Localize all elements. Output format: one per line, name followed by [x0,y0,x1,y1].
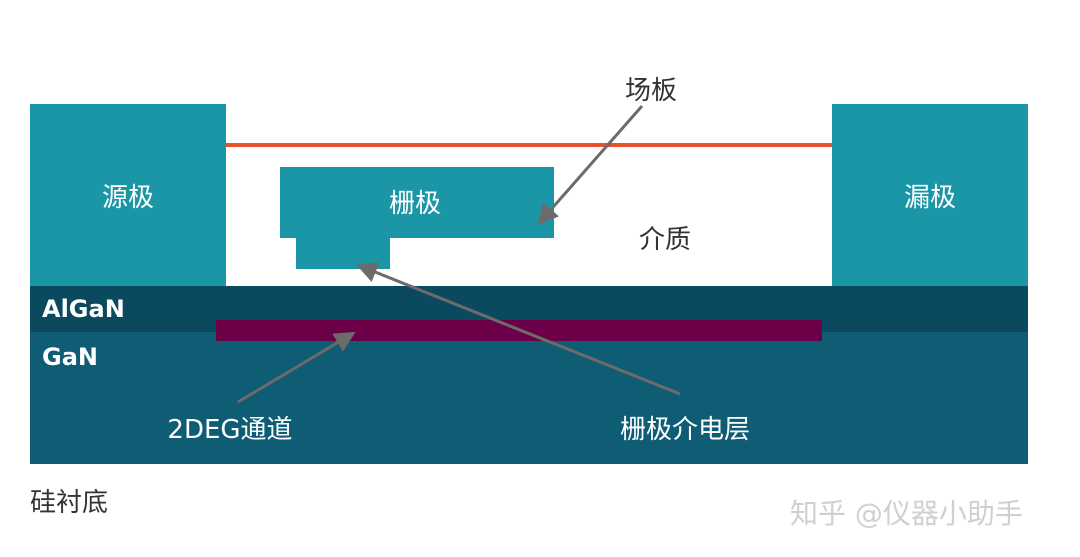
2deg-channel-arrow [237,331,356,404]
gate-dielectric-arrow [356,262,681,396]
drain-electrode [832,104,1028,286]
field-plate-label: 场板 [624,75,677,106]
source-electrode [30,104,226,286]
gate-electrode [280,167,554,238]
gan-label: GaN [42,343,98,371]
field-plate-arrow [537,105,644,226]
algan-label: AlGaN [42,295,125,323]
gan-layer [30,332,1028,464]
drain-label: 漏极 [903,182,956,213]
dielectric-label: 介质 [638,224,691,255]
2deg-channel-label: 2DEG通道 [167,414,293,445]
substrate-label: 硅衬底 [30,487,109,518]
gate-dielectric-label: 栅极介电层 [619,414,750,445]
watermark-text: 知乎 @仪器小助手 [790,497,1023,530]
gate-label: 栅极 [388,188,441,219]
source-label: 源极 [101,182,154,213]
field-plate-line [226,143,832,147]
